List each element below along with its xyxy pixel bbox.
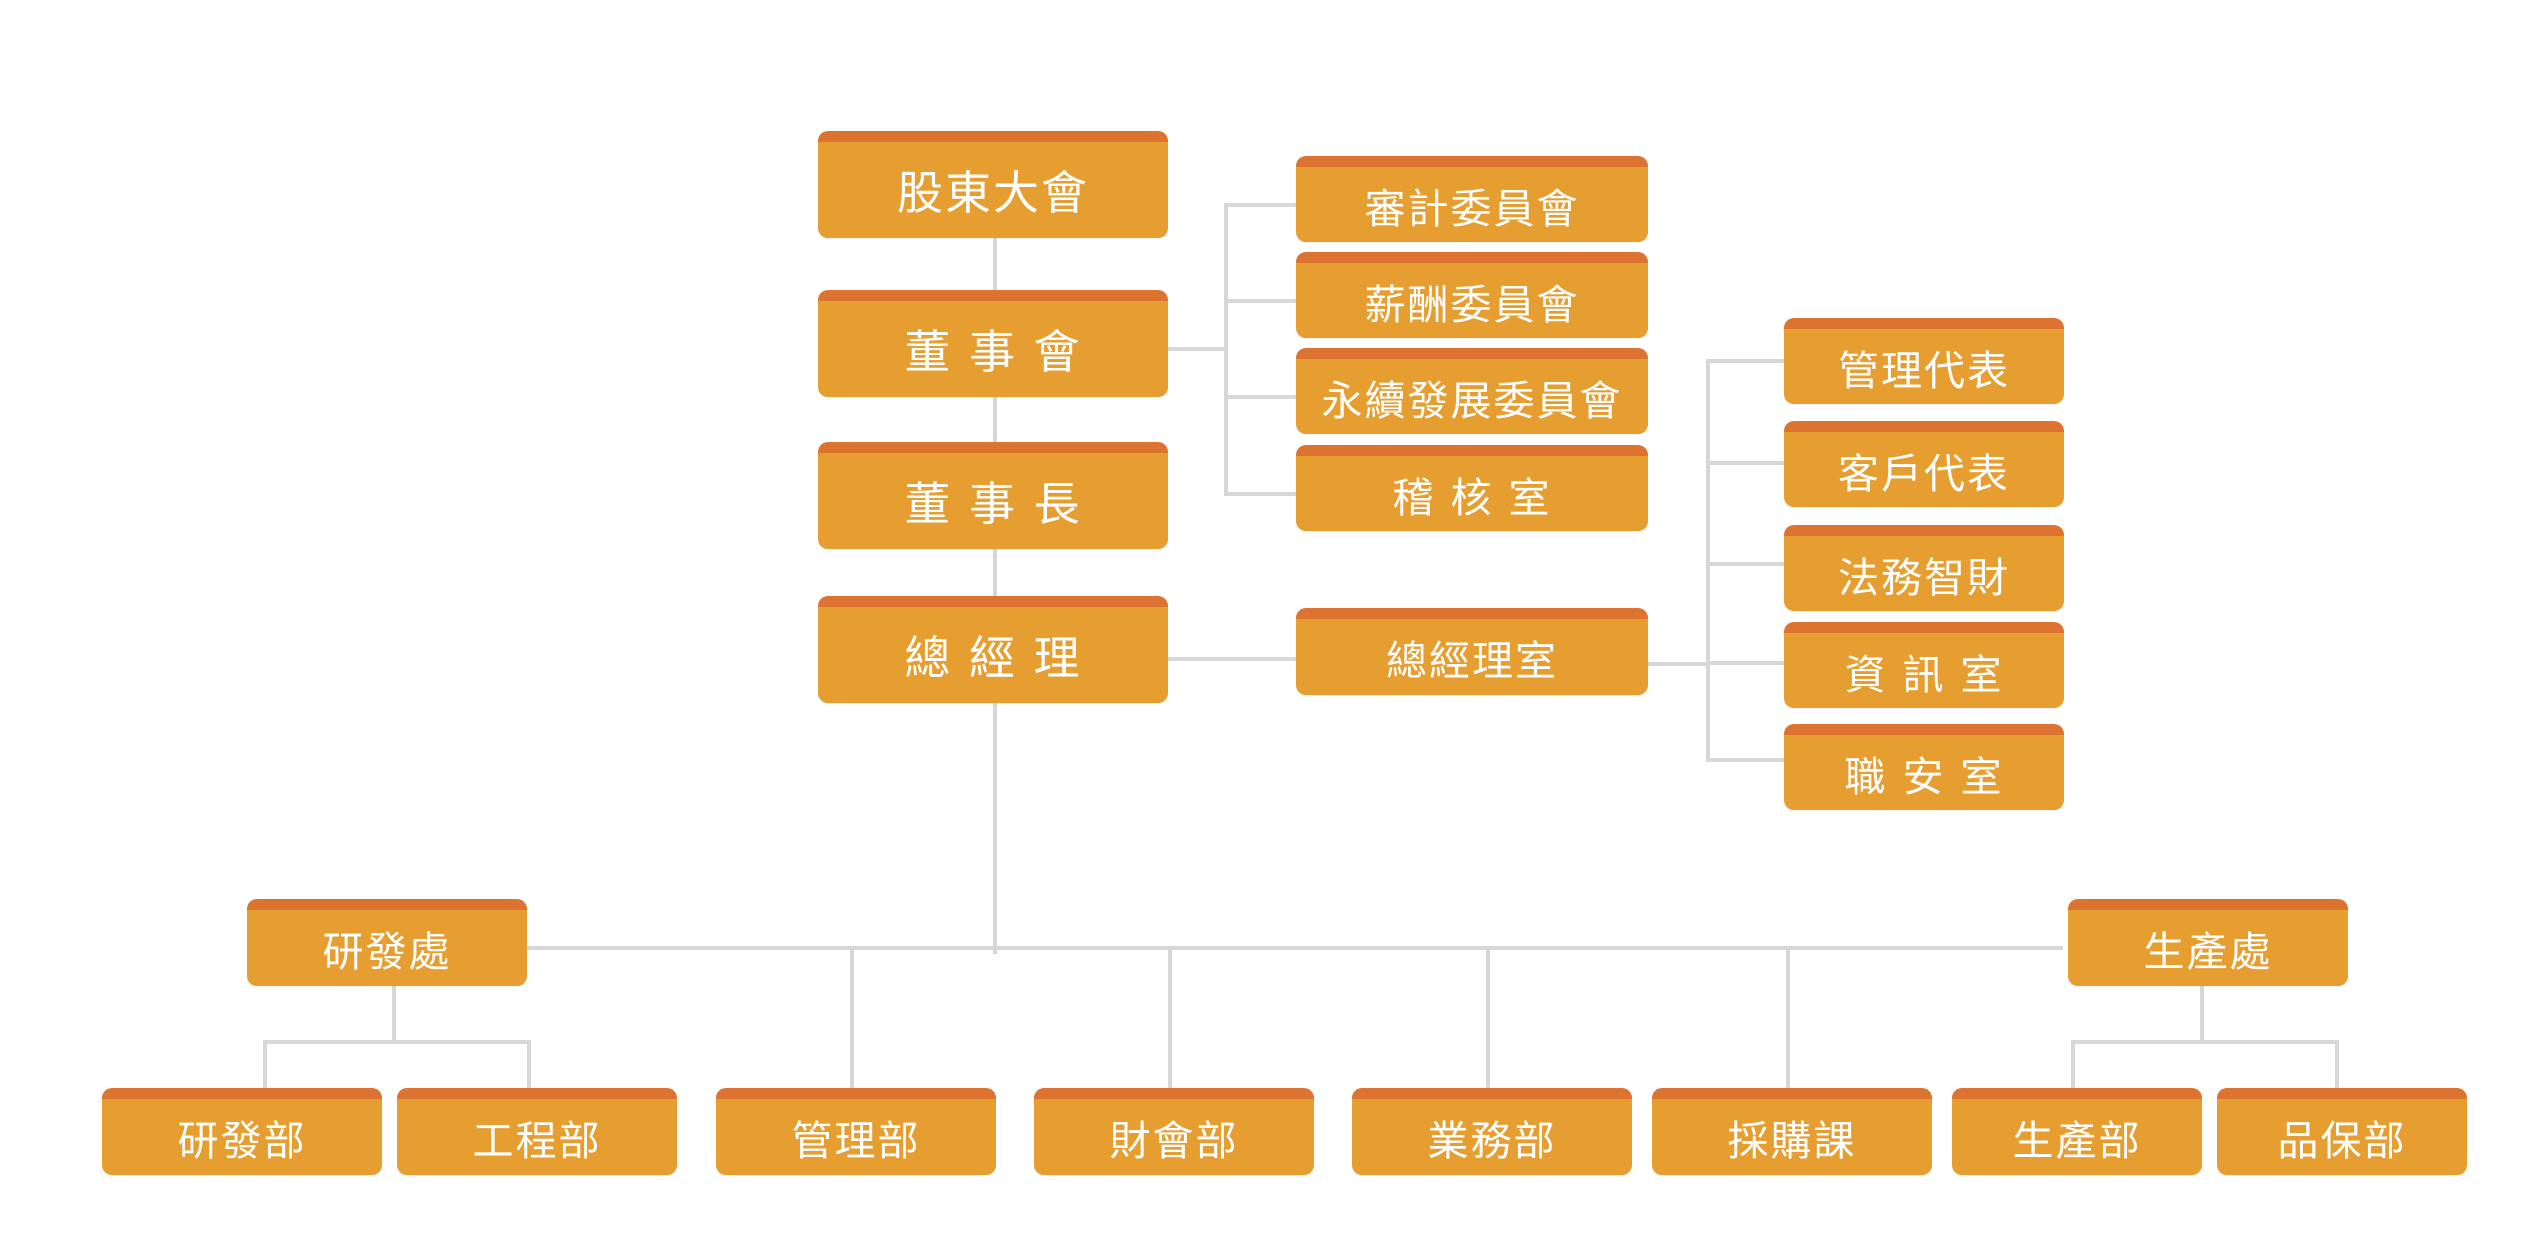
connector-line (263, 1040, 267, 1090)
board-of-directors-box: 董 事 會 (818, 290, 1168, 397)
connector-line (523, 946, 2063, 950)
connector-line (263, 1040, 531, 1044)
connector-line (1706, 661, 1784, 665)
department-box: 管理部 (716, 1088, 996, 1175)
connector-line (392, 982, 396, 1042)
connector-line (850, 946, 854, 1088)
committee-box: 永續發展委員會 (1296, 348, 1648, 434)
office-unit-box: 客戶代表 (1784, 421, 2064, 507)
department-box: 品保部 (2217, 1088, 2467, 1175)
connector-line (2071, 1040, 2075, 1090)
committee-box: 薪酬委員會 (1296, 252, 1648, 338)
connector-line (1706, 359, 1710, 762)
office-unit-box: 職 安 室 (1784, 724, 2064, 810)
connector-line (2071, 1040, 2339, 1044)
shareholders-meeting-box: 股東大會 (818, 131, 1168, 238)
audit-office-box: 稽 核 室 (1296, 445, 1648, 531)
connector-line (2200, 982, 2204, 1042)
production-division-box: 生產處 (2068, 899, 2348, 986)
connector-line (527, 1040, 531, 1090)
department-box: 業務部 (1352, 1088, 1632, 1175)
office-unit-box: 法務智財 (1784, 525, 2064, 611)
connector-line (1224, 395, 1296, 399)
president-box: 總 經 理 (818, 596, 1168, 703)
connector-line (1224, 492, 1296, 496)
connector-line (1706, 758, 1784, 762)
rd-division-box: 研發處 (247, 899, 527, 986)
connector-line (1706, 359, 1784, 363)
connector-line (1224, 299, 1296, 303)
connector-line (1706, 461, 1784, 465)
department-box: 研發部 (102, 1088, 382, 1175)
department-box: 採購課 (1652, 1088, 1932, 1175)
connector-line (1648, 662, 1708, 666)
connector-line (1786, 946, 1790, 1088)
connector-line (1168, 347, 1228, 351)
connector-line (1706, 562, 1784, 566)
connector-line (1168, 946, 1172, 1088)
department-box: 財會部 (1034, 1088, 1314, 1175)
connector-line (1168, 657, 1296, 661)
department-box: 生產部 (1952, 1088, 2202, 1175)
committee-box: 審計委員會 (1296, 156, 1648, 242)
connector-line (1224, 203, 1228, 496)
department-box: 工程部 (397, 1088, 677, 1175)
connector-line (1486, 946, 1490, 1088)
office-unit-box: 資 訊 室 (1784, 622, 2064, 708)
chairman-box: 董 事 長 (818, 442, 1168, 549)
connector-line (2335, 1040, 2339, 1090)
president-office-box: 總經理室 (1296, 608, 1648, 695)
office-unit-box: 管理代表 (1784, 318, 2064, 404)
connector-line (1224, 203, 1296, 207)
